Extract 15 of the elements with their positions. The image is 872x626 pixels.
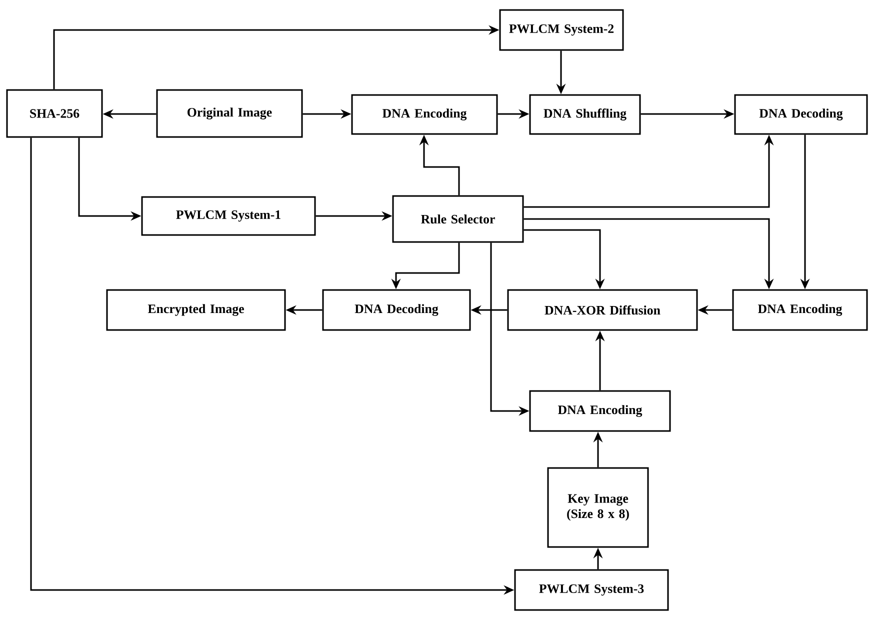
process-box: DNA Encoding: [732, 289, 868, 331]
process-box: DNA Decoding: [322, 289, 471, 331]
process-box: Encrypted Image: [106, 289, 286, 331]
process-box: DNA Encoding: [351, 94, 498, 135]
process-box: Rule Selector: [392, 195, 524, 243]
process-box: PWLCM System-1: [141, 196, 316, 236]
process-box: SHA-256: [6, 89, 103, 138]
process-box: PWLCM System-2: [499, 9, 624, 51]
process-box: DNA Shuffling: [529, 94, 641, 135]
process-box: PWLCM System-3: [514, 569, 669, 611]
process-box: DNA Encoding: [529, 390, 671, 432]
process-box: DNA Decoding: [734, 94, 868, 135]
process-box: Original Image: [156, 89, 303, 138]
process-box: Key Image (Size 8 x 8): [547, 467, 649, 548]
process-box: DNA-XOR Diffusion: [507, 289, 698, 331]
